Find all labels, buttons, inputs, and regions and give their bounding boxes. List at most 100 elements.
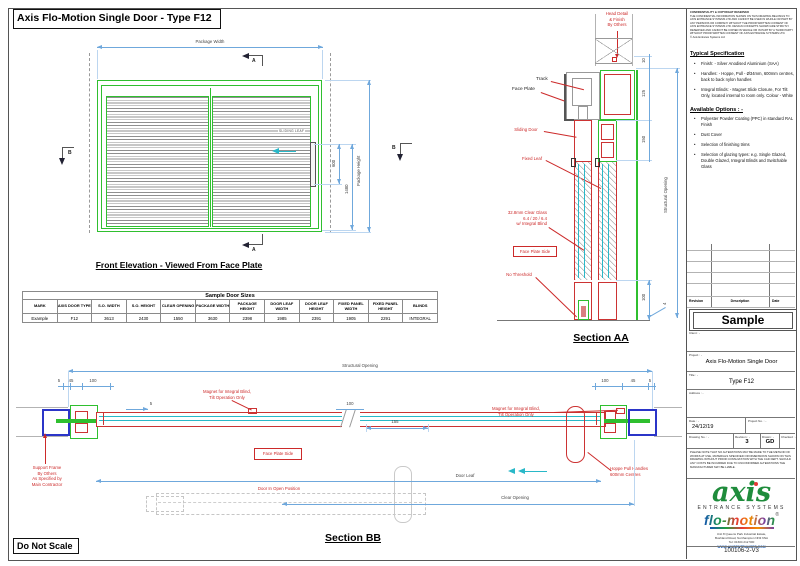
- support-frame-line: Main Contractor: [31, 481, 63, 487]
- dim-line: [58, 386, 114, 387]
- section-b-arrow-icon: [397, 154, 403, 161]
- hoppe-note-line: Hoppe Pull Handles: [610, 466, 648, 471]
- dim-arrow: [367, 80, 371, 85]
- magnet-note: Magnet for Integral Blind, Tilt Operatio…: [478, 406, 554, 417]
- dim-line: [97, 47, 323, 48]
- ext-line: [322, 230, 356, 231]
- hoppe-note: Hoppe Pull Handles 600mm Centres: [610, 466, 670, 477]
- description-col-header: Description: [730, 299, 750, 303]
- section-b-arrow-icon: [59, 158, 65, 165]
- dim-155-label: 155: [391, 419, 399, 424]
- face-plate-side-label: Face Plate Side: [519, 248, 551, 254]
- ext-line: [68, 371, 69, 407]
- support-frame-note: Support Frame By Others As Specified by …: [20, 465, 74, 487]
- floor-line: [497, 320, 650, 322]
- do-not-scale-box: Do Not Scale: [13, 538, 79, 554]
- col-header: DOOR LEAF WIDTH: [264, 299, 300, 314]
- table-title: Sample Door Sizes: [22, 291, 438, 300]
- axis-logo: axis: [712, 479, 771, 506]
- section-a-arrow-icon: [242, 242, 249, 248]
- revision-value: 3: [745, 439, 749, 445]
- head-packing-cross: [595, 38, 632, 64]
- face-plate-label: Face Plate: [512, 87, 535, 92]
- dim-100-label: 100: [601, 378, 609, 383]
- slide-direction-arrow-icon: [508, 468, 515, 474]
- cell: 3613: [91, 313, 127, 323]
- ext-line: [314, 144, 356, 145]
- dim-100-label: 100: [346, 401, 354, 406]
- dim-line-structural-opening: [677, 68, 678, 318]
- titleblock-line: [779, 433, 780, 448]
- drawing-number: 100106-2-V3: [724, 548, 759, 554]
- section-marker-line: [400, 143, 401, 154]
- carriage: [572, 78, 592, 106]
- fixed-leaf-inner: [601, 142, 614, 158]
- section-a-arrow-icon: [242, 53, 249, 59]
- fixing-point: [612, 57, 617, 62]
- pull-handle: [310, 142, 316, 187]
- titleblock-line: [687, 351, 795, 352]
- floor-guide: [578, 300, 589, 320]
- dim-arrow: [282, 502, 287, 506]
- dim-5-label: 5: [149, 401, 153, 406]
- option-item: Selection of finishing trims: [692, 142, 794, 148]
- cell: 2391: [298, 313, 335, 323]
- slide-direction-arrow-icon: [272, 148, 279, 154]
- sliding-door-label: Sliding Door: [514, 127, 538, 132]
- axis-i-dot-icon: [754, 482, 759, 486]
- drawing-no-label: Drawing No. : -: [689, 435, 710, 439]
- do-not-scale-label: Do Not Scale: [17, 540, 73, 551]
- glass-spec-note: 32.8mm Clear Glass 6.4 / 20 / 6.4 w/ Int…: [495, 210, 547, 227]
- glass-spec-line: 32.8mm Clear Glass: [507, 210, 547, 215]
- support-frame-line: As Specified by: [32, 476, 62, 482]
- cell: 1985: [264, 313, 300, 323]
- panel-divider-line: [686, 8, 687, 559]
- cell: 1550: [160, 313, 196, 323]
- ext-line: [322, 50, 323, 79]
- axis-wordmark: axis: [711, 477, 772, 508]
- leaf-stile-line: [596, 412, 598, 425]
- dim-arrow: [367, 227, 371, 232]
- revision-table-line: [687, 250, 795, 251]
- hanger: [578, 106, 588, 120]
- cell: 3630: [194, 313, 231, 323]
- door-leaf-dim-label: Door Leaf: [455, 473, 475, 478]
- sliding-leaf-louvres: [212, 96, 311, 227]
- head-detail-note: Head Detail & Finish By Others: [597, 11, 637, 28]
- date-label: Date : -: [689, 419, 699, 423]
- dim-600-label: 600: [331, 159, 336, 167]
- revision-table-line: [769, 244, 770, 308]
- leader-arrow: [43, 433, 47, 438]
- door-open-label: Door In Open Position: [257, 486, 301, 491]
- section-marker-line: [249, 244, 263, 245]
- col-header: FIXED PANEL HEIGHT: [367, 299, 404, 314]
- fixed-panel-louvres: [106, 96, 209, 227]
- ext-line: [616, 160, 652, 161]
- col-header: MARK: [22, 299, 58, 314]
- support-frame-line: Support Frame: [32, 465, 62, 470]
- structural-wall-line: [636, 70, 638, 320]
- face-plate-side-box: Face Plate Side: [513, 246, 557, 257]
- clear-opening-dim-label: Clear Opening: [501, 495, 529, 500]
- drawn-value: GD: [765, 439, 775, 445]
- available-options-title: Available Options : -: [690, 107, 743, 113]
- dim-4-label: 4: [662, 302, 667, 306]
- ext-line: [652, 371, 653, 409]
- table-header-row: MARK AXIS DOOR TYPE S.O. WIDTH S.O. HEIG…: [22, 299, 438, 314]
- glazing-line: [608, 164, 609, 278]
- option-item: Dust Cover: [692, 132, 794, 138]
- revision-col-header: Revision: [689, 299, 704, 303]
- revision-table-line: [687, 272, 795, 273]
- magnet-note-line: Magnet for Integral Blind,: [202, 389, 251, 394]
- no-threshold-label: No Threshold: [506, 272, 532, 277]
- title-label: Title : -: [689, 373, 699, 377]
- project-label: Project : -: [689, 353, 702, 357]
- cell: 2291: [367, 313, 404, 323]
- dim-arrow: [647, 369, 652, 373]
- magnet-note-line: Tilt Operation Only: [209, 394, 245, 400]
- wall-line: [654, 407, 682, 408]
- dim-1480-label: 1480: [344, 184, 349, 194]
- head-detail-line: Head Detail: [605, 11, 629, 16]
- sliding-door-stile: [574, 120, 592, 162]
- titleblock-line: [687, 478, 795, 479]
